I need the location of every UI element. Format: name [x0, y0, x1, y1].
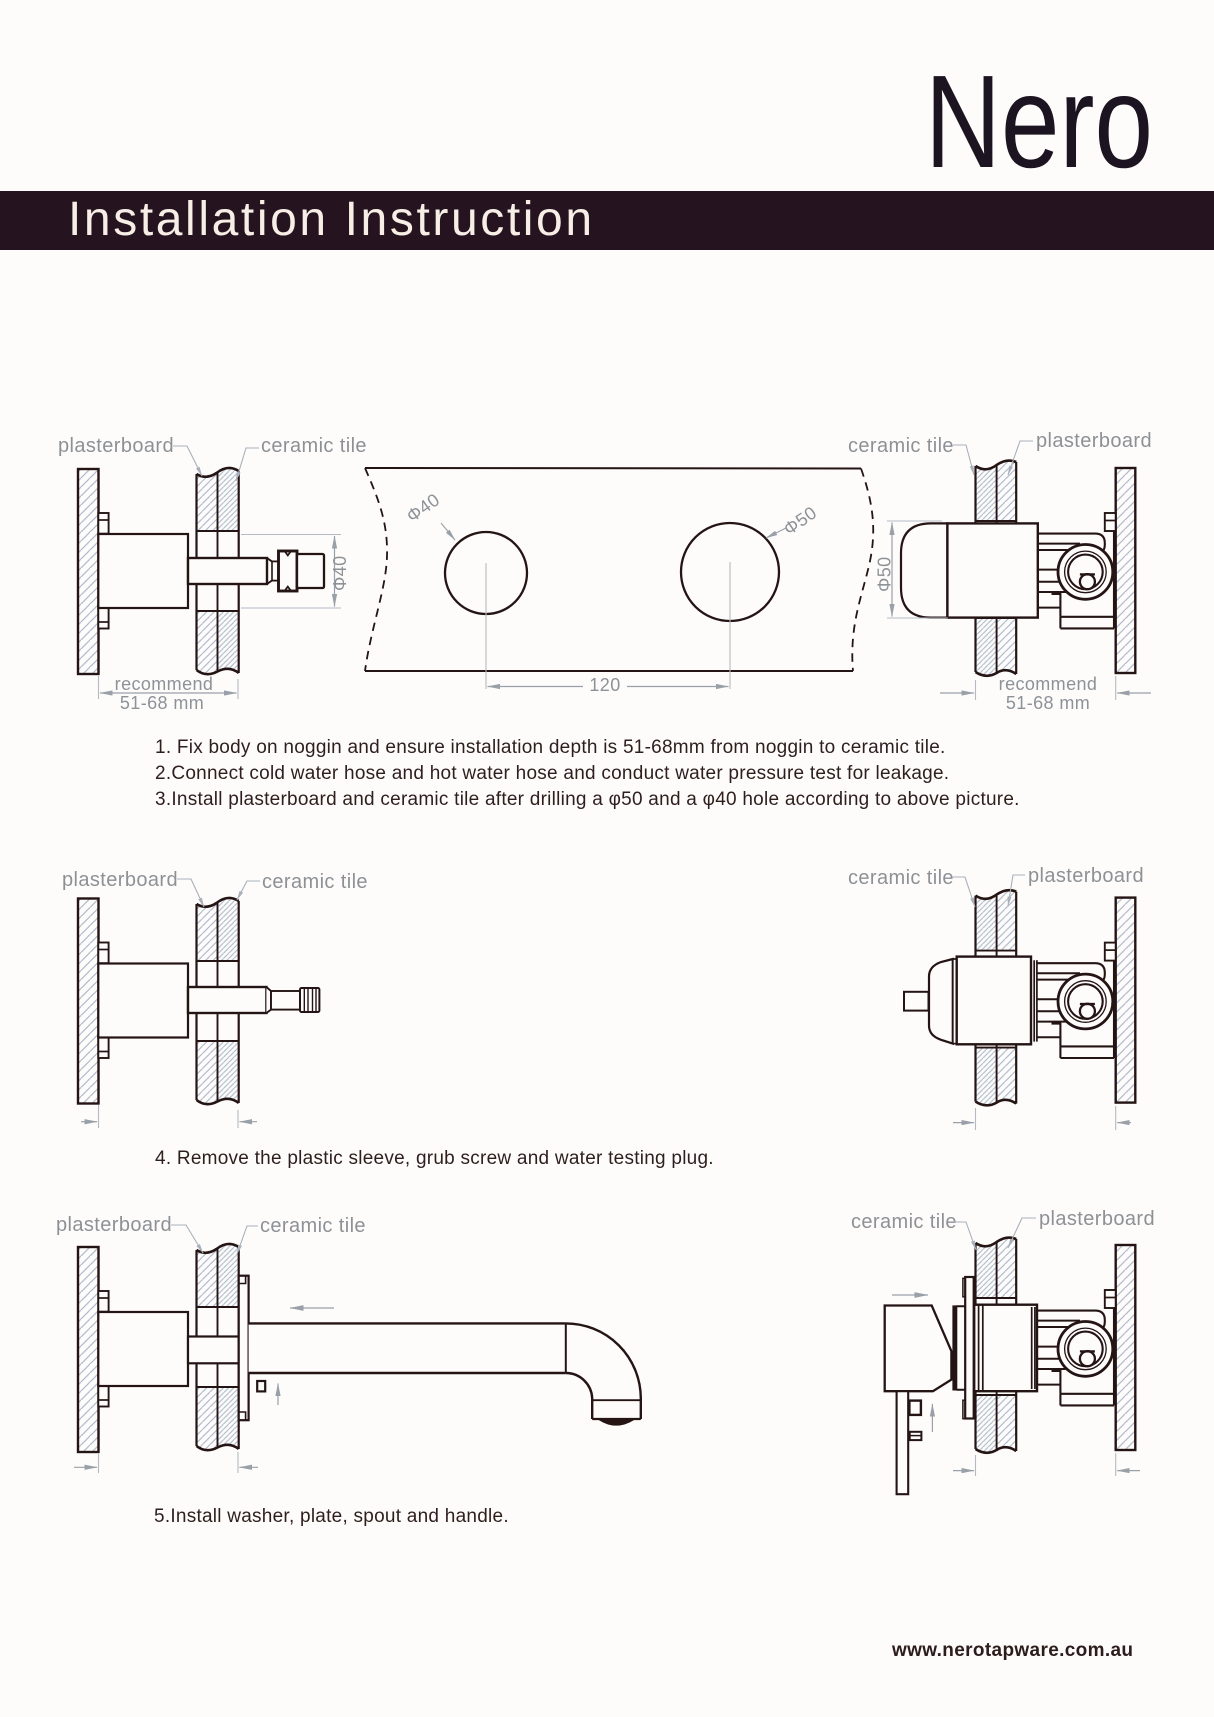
diagram3-left-assembly: plasterboard ceramic tile — [56, 1214, 642, 1473]
diagram2: plasterboard ceramic tile ceramic tile p… — [62, 865, 1144, 1717]
label-plasterboard: plasterboard — [58, 435, 174, 457]
dim-phi40-hole-text: Φ40 — [330, 555, 350, 591]
dim-spacing-120: 120 — [486, 675, 730, 695]
noggin-wall — [76, 1245, 190, 1454]
diagram1-hole-panel: 120 Φ40 Φ50 — [364, 467, 875, 695]
diagram1-right-assembly: Φ50 recommend 51-68 mm ceramic tile plas… — [848, 430, 1152, 1437]
diagram1: Φ40 recommend 51-68 mm plasterboard cera… — [58, 430, 1152, 1437]
mixer-with-handle — [883, 1275, 1039, 1496]
thread-end — [299, 987, 321, 1013]
dim-recommend-right: recommend 51-68 mm — [940, 674, 1151, 713]
mounting-bracket-and-inlet — [1035, 529, 1116, 630]
handle-ring — [952, 1305, 958, 1391]
title-banner: Installation Instruction — [0, 191, 1214, 250]
callout-phi40: Φ40 — [403, 489, 456, 541]
step-4-text: 4. Remove the plastic sleeve, grub screw… — [155, 1148, 714, 1169]
callout-phi40-text: Φ40 — [403, 489, 444, 526]
dim-arrows-right — [953, 1453, 1140, 1476]
wall-plate — [237, 1274, 250, 1422]
label-plasterboard: plasterboard — [1028, 865, 1144, 887]
spout-installed — [186, 1274, 642, 1426]
label-plasterboard: plasterboard — [1039, 1208, 1155, 1230]
step-2-text: 2.Connect cold water hose and hot water … — [155, 763, 950, 784]
spout-body-with-sleeve — [186, 549, 326, 593]
label-ceramic-tile: ceramic tile — [261, 435, 367, 457]
noggin-wall — [76, 467, 190, 676]
screw-plug — [908, 1430, 923, 1442]
spout — [248, 1322, 642, 1426]
dim-arrows-left — [74, 1452, 258, 1473]
mixer-body — [973, 1303, 1039, 1393]
recommend-text-line1: recommend — [115, 674, 214, 694]
noggin-wall — [76, 897, 190, 1105]
step-1-text: 1. Fix body on noggin and ensure install… — [155, 737, 946, 758]
dim-arrows-left — [81, 1105, 257, 1128]
diagram3: plasterboard ceramic tile — [56, 1208, 1155, 1717]
logo-text: Nero — [925, 48, 1153, 180]
handle — [883, 1304, 953, 1393]
mounting-bracket-and-inlet — [1035, 959, 1116, 1060]
dim-phi50-hole: Φ50 — [875, 520, 948, 619]
step-3-text: 3.Install plasterboard and ceramic tile … — [155, 789, 1020, 810]
grub-screw — [256, 1379, 267, 1393]
mixer-body-exposed-cartridge — [903, 955, 1038, 1046]
recommend-text-line2: 51-68 mm — [120, 693, 204, 713]
mounting-bracket-and-inlet — [1035, 1306, 1116, 1407]
diagram1-left-assembly: Φ40 recommend 51-68 mm plasterboard cera… — [58, 435, 367, 713]
page-title: Installation Instruction — [68, 193, 595, 246]
label-ceramic-tile: ceramic tile — [848, 867, 954, 889]
dim-recommend-left: recommend 51-68 mm — [97, 674, 239, 713]
spout-body-sleeve-removed — [186, 985, 321, 1015]
mixer-body-with-cover — [899, 522, 1040, 619]
label-ceramic-tile: ceramic tile — [262, 871, 368, 893]
callout-phi50: Φ50 — [765, 502, 821, 539]
label-plasterboard: plasterboard — [56, 1214, 172, 1236]
handle-lever — [895, 1390, 910, 1496]
callout-phi50-text: Φ50 — [780, 502, 821, 539]
grub-screw — [908, 1399, 923, 1417]
diagram3-right-assembly: ceramic tile plasterboard — [851, 1208, 1155, 1717]
recommend-text-line2: 51-68 mm — [1006, 693, 1090, 713]
label-ceramic-tile: ceramic tile — [851, 1211, 957, 1233]
wall-plate — [962, 1275, 975, 1420]
footer-url: www.nerotapware.com.au — [892, 1640, 1134, 1661]
step-5-text: 5.Install washer, plate, spout and handl… — [154, 1506, 509, 1527]
label-ceramic-tile: ceramic tile — [848, 435, 954, 457]
label-plasterboard: plasterboard — [62, 869, 178, 891]
aerator — [597, 1419, 636, 1426]
label-ceramic-tile: ceramic tile — [260, 1215, 366, 1237]
label-plasterboard: plasterboard — [1036, 430, 1152, 452]
recommend-text-line1: recommend — [999, 674, 1098, 694]
diagram2-left-assembly: plasterboard ceramic tile — [62, 869, 368, 1128]
nero-logo: Nero — [925, 48, 1153, 180]
dim-phi50-hole-text: Φ50 — [875, 556, 895, 592]
dim-phi40-hole: Φ40 — [241, 533, 350, 609]
diagram2-right-assembly: ceramic tile plasterboard — [848, 865, 1144, 1717]
dim-arrows-right — [953, 1106, 1131, 1130]
dim-120-text: 120 — [589, 675, 620, 695]
